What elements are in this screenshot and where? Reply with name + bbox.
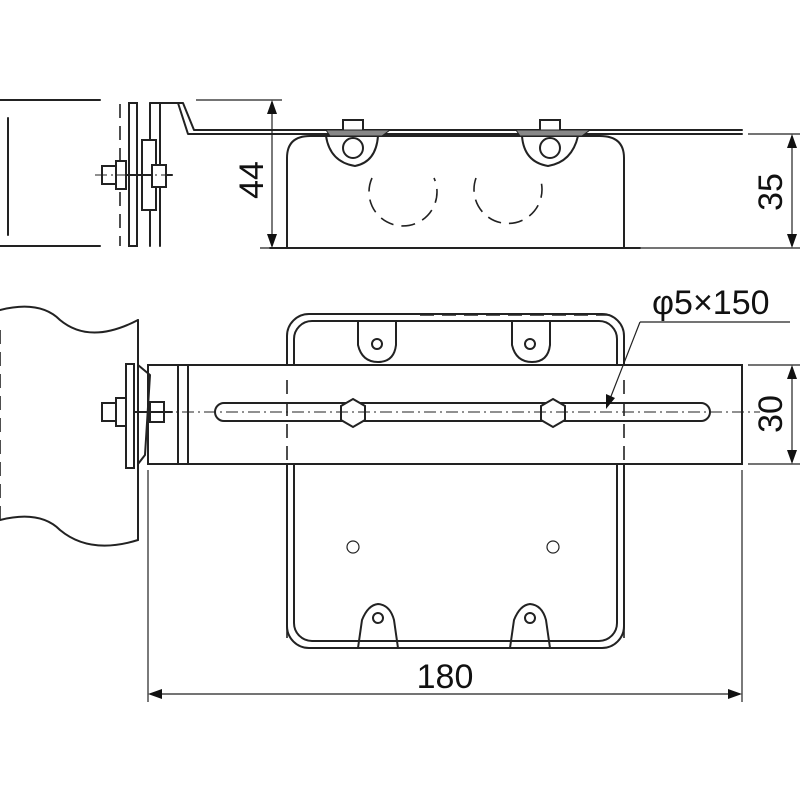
dimension-30-label: 30	[752, 395, 790, 433]
box-profile-side	[269, 119, 641, 249]
plan-view: φ5×150 30 180	[0, 284, 800, 702]
dimension-180: 180	[147, 470, 743, 702]
mounting-bar	[147, 314, 760, 640]
wall-section-bottom	[0, 305, 139, 547]
slot-spec-label: φ5×150	[652, 284, 770, 322]
slot-callout: φ5×150	[606, 284, 790, 409]
dimension-35: 35	[630, 133, 800, 249]
side-elevation: 44 35	[0, 99, 800, 249]
dimension-35-label: 35	[752, 173, 790, 211]
side-bolt-plan	[101, 363, 173, 469]
dimension-180-label: 180	[417, 658, 474, 696]
mounting-plate-side	[95, 102, 743, 247]
dimension-44: 44	[196, 99, 282, 249]
dimension-44-label: 44	[233, 161, 271, 199]
dimension-30: 30	[748, 364, 800, 465]
